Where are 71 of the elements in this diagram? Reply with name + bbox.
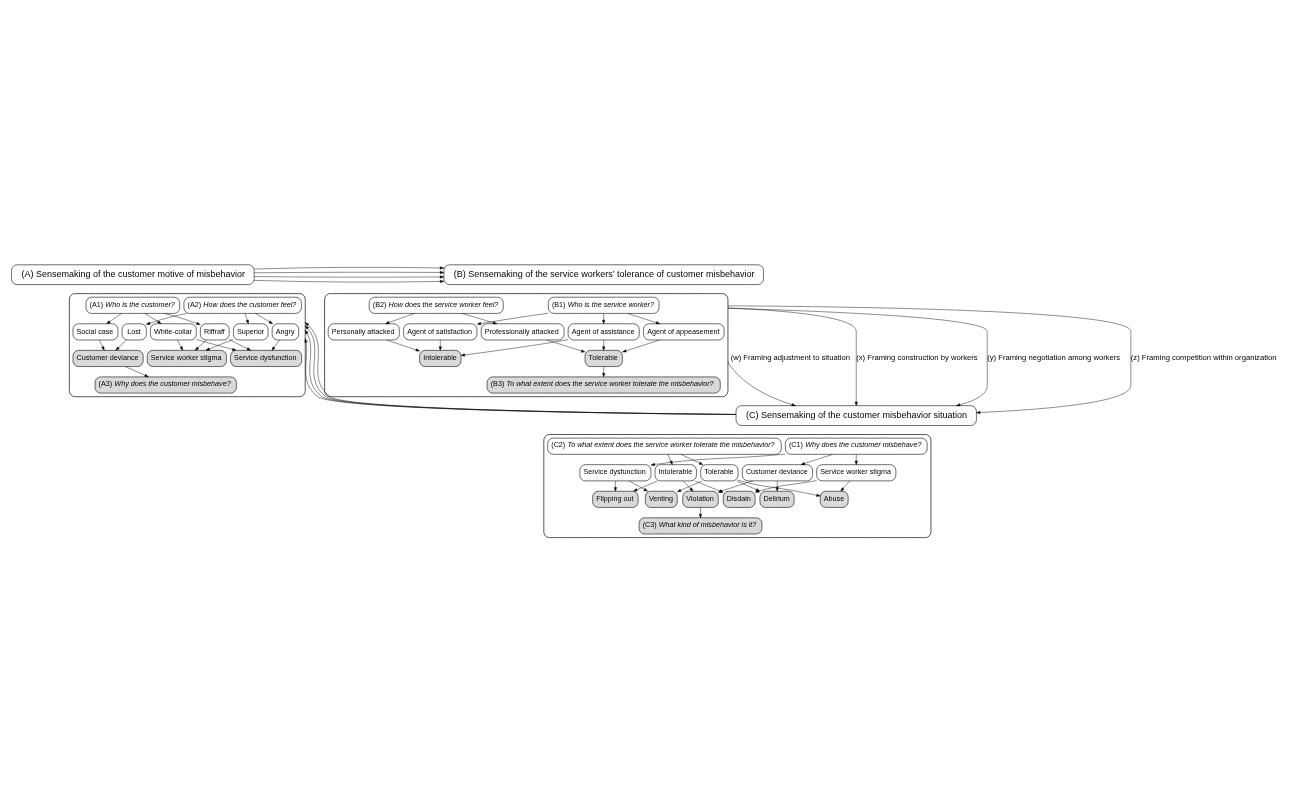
arrow xyxy=(228,339,251,351)
arrow xyxy=(650,453,786,466)
node-box: Service worker stigma xyxy=(146,350,227,367)
arrow xyxy=(177,339,184,351)
arrow xyxy=(727,305,1132,414)
node-box: (A2) How does the customer feel? xyxy=(183,296,302,314)
arrow xyxy=(164,313,201,325)
arrow xyxy=(144,313,162,324)
arrow xyxy=(602,313,606,324)
arrow xyxy=(115,339,127,351)
arrow xyxy=(146,313,187,325)
node-box: Delirium xyxy=(759,490,795,508)
arrow xyxy=(699,507,702,518)
arrow xyxy=(727,308,988,407)
node-box: Disdain xyxy=(722,490,756,508)
node-box: Riffraff xyxy=(200,323,230,341)
node-box: Service worker stigma xyxy=(816,464,897,482)
arrow xyxy=(627,313,661,325)
node-box: White-collar xyxy=(150,323,197,341)
arrow xyxy=(99,339,105,351)
node-box: (C1) Why does the customer misbehave? xyxy=(785,437,928,455)
arrow xyxy=(195,339,207,351)
node-box: Lost xyxy=(121,323,147,341)
arrow xyxy=(727,361,796,407)
arrow xyxy=(677,480,703,493)
arrow xyxy=(461,313,498,325)
node-box: Service dysfunction xyxy=(230,350,302,367)
arrow xyxy=(628,480,648,492)
edge-label: (w) Framing adjustment to situation xyxy=(730,353,850,363)
node-box: (A1) Who is the customer? xyxy=(85,296,180,314)
arrow xyxy=(254,275,445,279)
node-box: (B1) Who is the service worker? xyxy=(548,296,660,314)
arrow xyxy=(254,266,445,270)
node-box: (A) Sensemaking of the customer motive of misbehavior xyxy=(11,264,255,285)
node-box: (B) Sensemaking of the service workers’ tolerance of customer misbehavior xyxy=(443,264,764,285)
arrow xyxy=(800,454,833,465)
arrow xyxy=(736,480,760,492)
arrow xyxy=(854,454,858,465)
arrow xyxy=(385,313,415,324)
node-box: Social case xyxy=(72,323,119,341)
arrow xyxy=(106,313,122,324)
node-box: Customer deviance xyxy=(72,350,144,367)
arrow xyxy=(682,480,694,492)
edge-label: (z) Framing competition within organization xyxy=(1130,353,1277,363)
arrow xyxy=(840,480,850,492)
node-box: (C3) What kind of misbehavior is it? xyxy=(638,517,763,535)
edge-label: (x) Framing construction by workers xyxy=(856,353,978,363)
node-box: Superior xyxy=(233,323,269,341)
node-box: Service dysfunction xyxy=(579,464,652,482)
node-box: (B2) How does the service worker feel? xyxy=(368,296,504,314)
arrow xyxy=(680,454,704,465)
node-box: Violation xyxy=(682,490,719,508)
node-box: Angry xyxy=(271,323,299,341)
node-box: Abuse xyxy=(819,490,849,508)
arrow xyxy=(125,366,149,378)
arrow xyxy=(254,270,445,274)
node-box: Intolerable xyxy=(654,464,697,482)
arrow xyxy=(271,339,280,351)
node-box: Tolerable xyxy=(700,464,739,482)
node-box: (C2) To what extent does the service worker tolerate the misbehavior? xyxy=(547,437,782,455)
arrow xyxy=(254,279,445,283)
arrow xyxy=(667,454,673,465)
arrow xyxy=(244,313,249,324)
arrow xyxy=(737,479,821,497)
arrow xyxy=(196,339,237,351)
arrow xyxy=(633,480,658,492)
arrow xyxy=(205,339,234,351)
arrow xyxy=(727,307,858,406)
arrow xyxy=(613,480,617,492)
arrow xyxy=(255,313,273,324)
edge-label: (y) Framing negotiation among workers xyxy=(987,353,1121,363)
